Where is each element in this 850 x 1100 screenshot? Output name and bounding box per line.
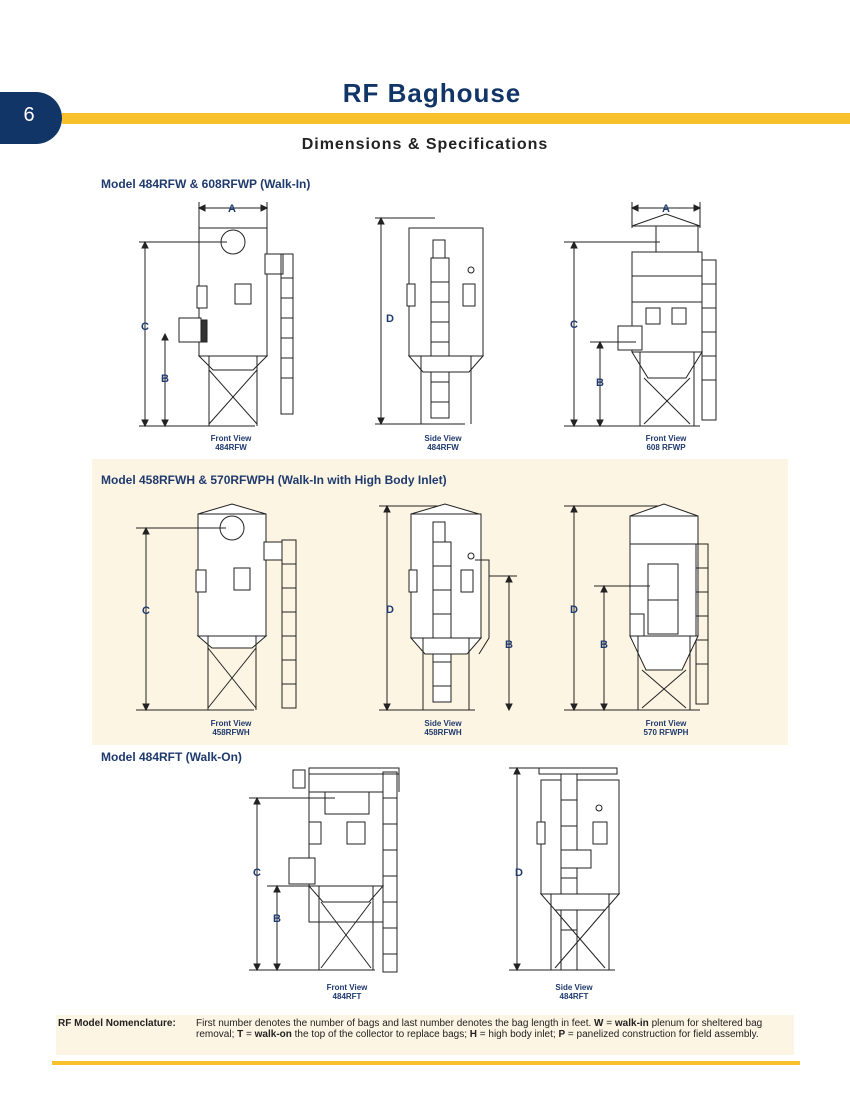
dim-label-c: C bbox=[141, 321, 149, 333]
diagram-side-view-484rft: D bbox=[509, 766, 621, 972]
dim-label-b: B bbox=[161, 373, 169, 385]
dim-label-b: B bbox=[600, 639, 608, 651]
diagram-side-view-484rfw: D bbox=[375, 216, 485, 426]
bottom-rule bbox=[52, 1061, 800, 1065]
nomenclature-text: First number denotes the number of bags … bbox=[196, 1018, 763, 1040]
page-number-badge bbox=[0, 92, 62, 144]
diagram-front-view-484rfw: A C B bbox=[139, 202, 294, 428]
page-number: 6 bbox=[23, 104, 35, 126]
diagram-side-view-458rfwh: D B bbox=[379, 503, 517, 712]
section-2-title: Model 458RFWH & 570RFWPH (Walk-In with H… bbox=[101, 473, 447, 487]
dim-label-d: D bbox=[515, 867, 523, 879]
dim-label-a: A bbox=[662, 203, 670, 215]
page-subtitle: Dimensions & Specifications bbox=[301, 136, 549, 153]
section-3-title: Model 484RFT (Walk-On) bbox=[101, 750, 242, 764]
dim-label-b: B bbox=[505, 639, 513, 651]
dim-label-a: A bbox=[228, 203, 236, 215]
section-1-title: Model 484RFW & 608RFWP (Walk-In) bbox=[101, 177, 311, 191]
dim-label-b: B bbox=[596, 377, 604, 389]
diagram-front-view-570rfwph: D B bbox=[564, 503, 709, 712]
diagram-front-view-458rfwh: C bbox=[136, 503, 297, 712]
diagram-front-view-608rfwp: A C B bbox=[564, 202, 717, 428]
diagram-front-view-484rft: C B bbox=[249, 767, 400, 973]
dim-label-c: C bbox=[142, 605, 150, 617]
dim-label-c: C bbox=[570, 319, 578, 331]
page-title: RF Baghouse bbox=[342, 78, 522, 108]
dim-label-b: B bbox=[273, 913, 281, 925]
dim-label-c: C bbox=[253, 867, 261, 879]
nomenclature-box bbox=[56, 1015, 794, 1055]
dim-label-d: D bbox=[570, 604, 578, 616]
nomenclature-label: RF Model Nomenclature: bbox=[58, 1018, 176, 1029]
dim-label-d: D bbox=[386, 604, 394, 616]
dim-label-d: D bbox=[386, 313, 394, 325]
title-rule bbox=[62, 113, 850, 124]
